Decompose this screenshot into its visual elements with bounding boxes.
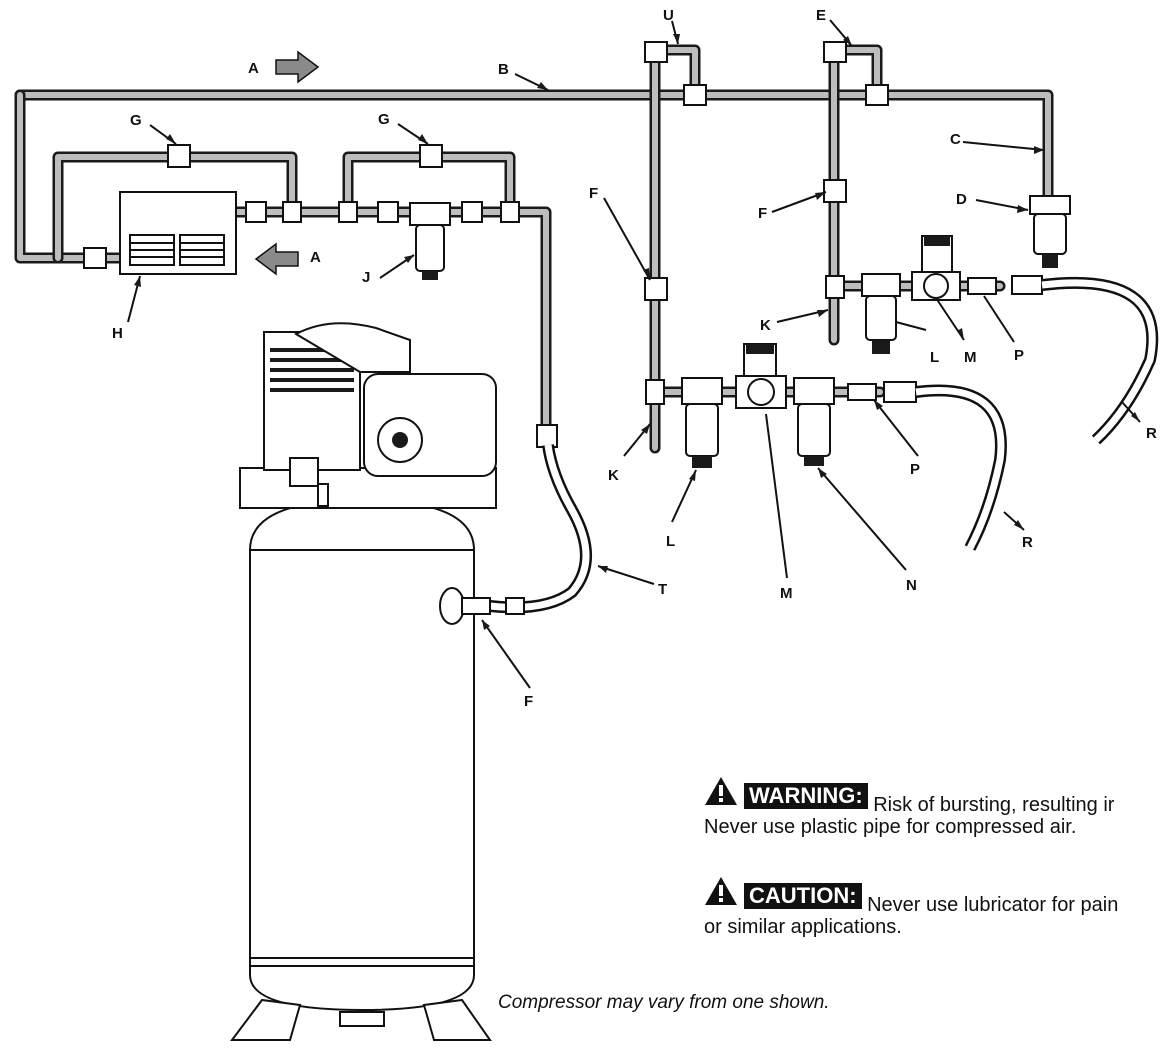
compressor-tank [230, 498, 492, 1041]
label-d: D [956, 191, 967, 208]
warning-badge: WARNING: [744, 783, 868, 809]
caution-triangle-icon [705, 877, 737, 905]
label-c: C [950, 131, 961, 148]
shutoff-valve-f [644, 277, 668, 301]
label-f-tank: F [524, 693, 533, 710]
elbow-fitting [823, 41, 847, 63]
shutoff-valve-f [823, 179, 847, 203]
caution-text-line1: Never use lubricator for pain [867, 894, 1119, 916]
warning-text-line1: Risk of bursting, resulting ir [873, 794, 1115, 816]
shutoff-valve-f [536, 424, 558, 448]
drop-u-pipe [649, 44, 701, 454]
label-e: E [816, 7, 826, 24]
flow-arrow-top [275, 50, 320, 84]
label-n: N [906, 577, 917, 594]
leader-lines [127, 19, 1141, 689]
drain-filter-d [1029, 195, 1071, 268]
caution-text-line2: or similar applications. [704, 916, 902, 938]
main-pipe-loop [14, 89, 1054, 264]
moisture-separator-j [409, 202, 451, 280]
warning-triangle-icon [705, 777, 737, 805]
upper-frl-assembly [825, 235, 1043, 354]
label-f-drop-u: F [589, 185, 598, 202]
label-r-lower: R [1022, 534, 1033, 551]
tee-fitting [282, 201, 302, 223]
label-j: J [362, 269, 370, 286]
leader-arrowheads [134, 34, 1140, 630]
label-k-lower: K [608, 467, 619, 484]
label-h: H [112, 325, 123, 342]
valve [83, 247, 107, 269]
label-m-upper: M [964, 349, 977, 366]
label-r-upper: R [1146, 425, 1157, 442]
label-a-side: A [310, 249, 321, 266]
hose-t [489, 444, 592, 614]
valve [377, 201, 399, 223]
label-a-top: A [248, 60, 259, 77]
label-u: U [663, 7, 674, 24]
elbow-fitting [644, 41, 668, 63]
tee-fitting [683, 84, 707, 106]
label-g-right: G [378, 111, 390, 128]
label-l-upper: L [930, 349, 939, 366]
hose-r-lower [915, 384, 1007, 551]
label-l-lower: L [666, 533, 675, 550]
compressor-pump [239, 322, 497, 509]
valve-g-right [419, 144, 443, 168]
tee-fitting [500, 201, 520, 223]
warning-text-line2: Never use plastic pipe for compressed ai… [704, 816, 1077, 838]
label-f-drop-e: F [758, 205, 767, 222]
tee-fitting [338, 201, 358, 223]
tank-outlet-fitting [439, 587, 525, 625]
valve [461, 201, 483, 223]
label-p-upper: P [1014, 347, 1024, 364]
caution-notice: CAUTION: Never use lubricator for pain o… [704, 876, 1118, 940]
label-k-upper: K [760, 317, 771, 334]
tee-fitting [865, 84, 889, 106]
label-t: T [658, 581, 667, 598]
label-m-lower: M [780, 585, 793, 602]
aftercooler-h [119, 191, 237, 275]
flow-arrow-side [254, 242, 299, 276]
label-p-lower: P [910, 461, 920, 478]
footnote: Compressor may vary from one shown. [498, 992, 830, 1013]
valve-g-left [167, 144, 191, 168]
caution-badge: CAUTION: [744, 883, 862, 909]
lower-frl-assembly [645, 343, 917, 468]
warning-notice: WARNING: Risk of bursting, resulting ir … [704, 776, 1114, 840]
valve [245, 201, 267, 223]
label-b: B [498, 61, 509, 78]
hose-r-upper [1041, 276, 1159, 445]
label-g-left: G [130, 112, 142, 129]
